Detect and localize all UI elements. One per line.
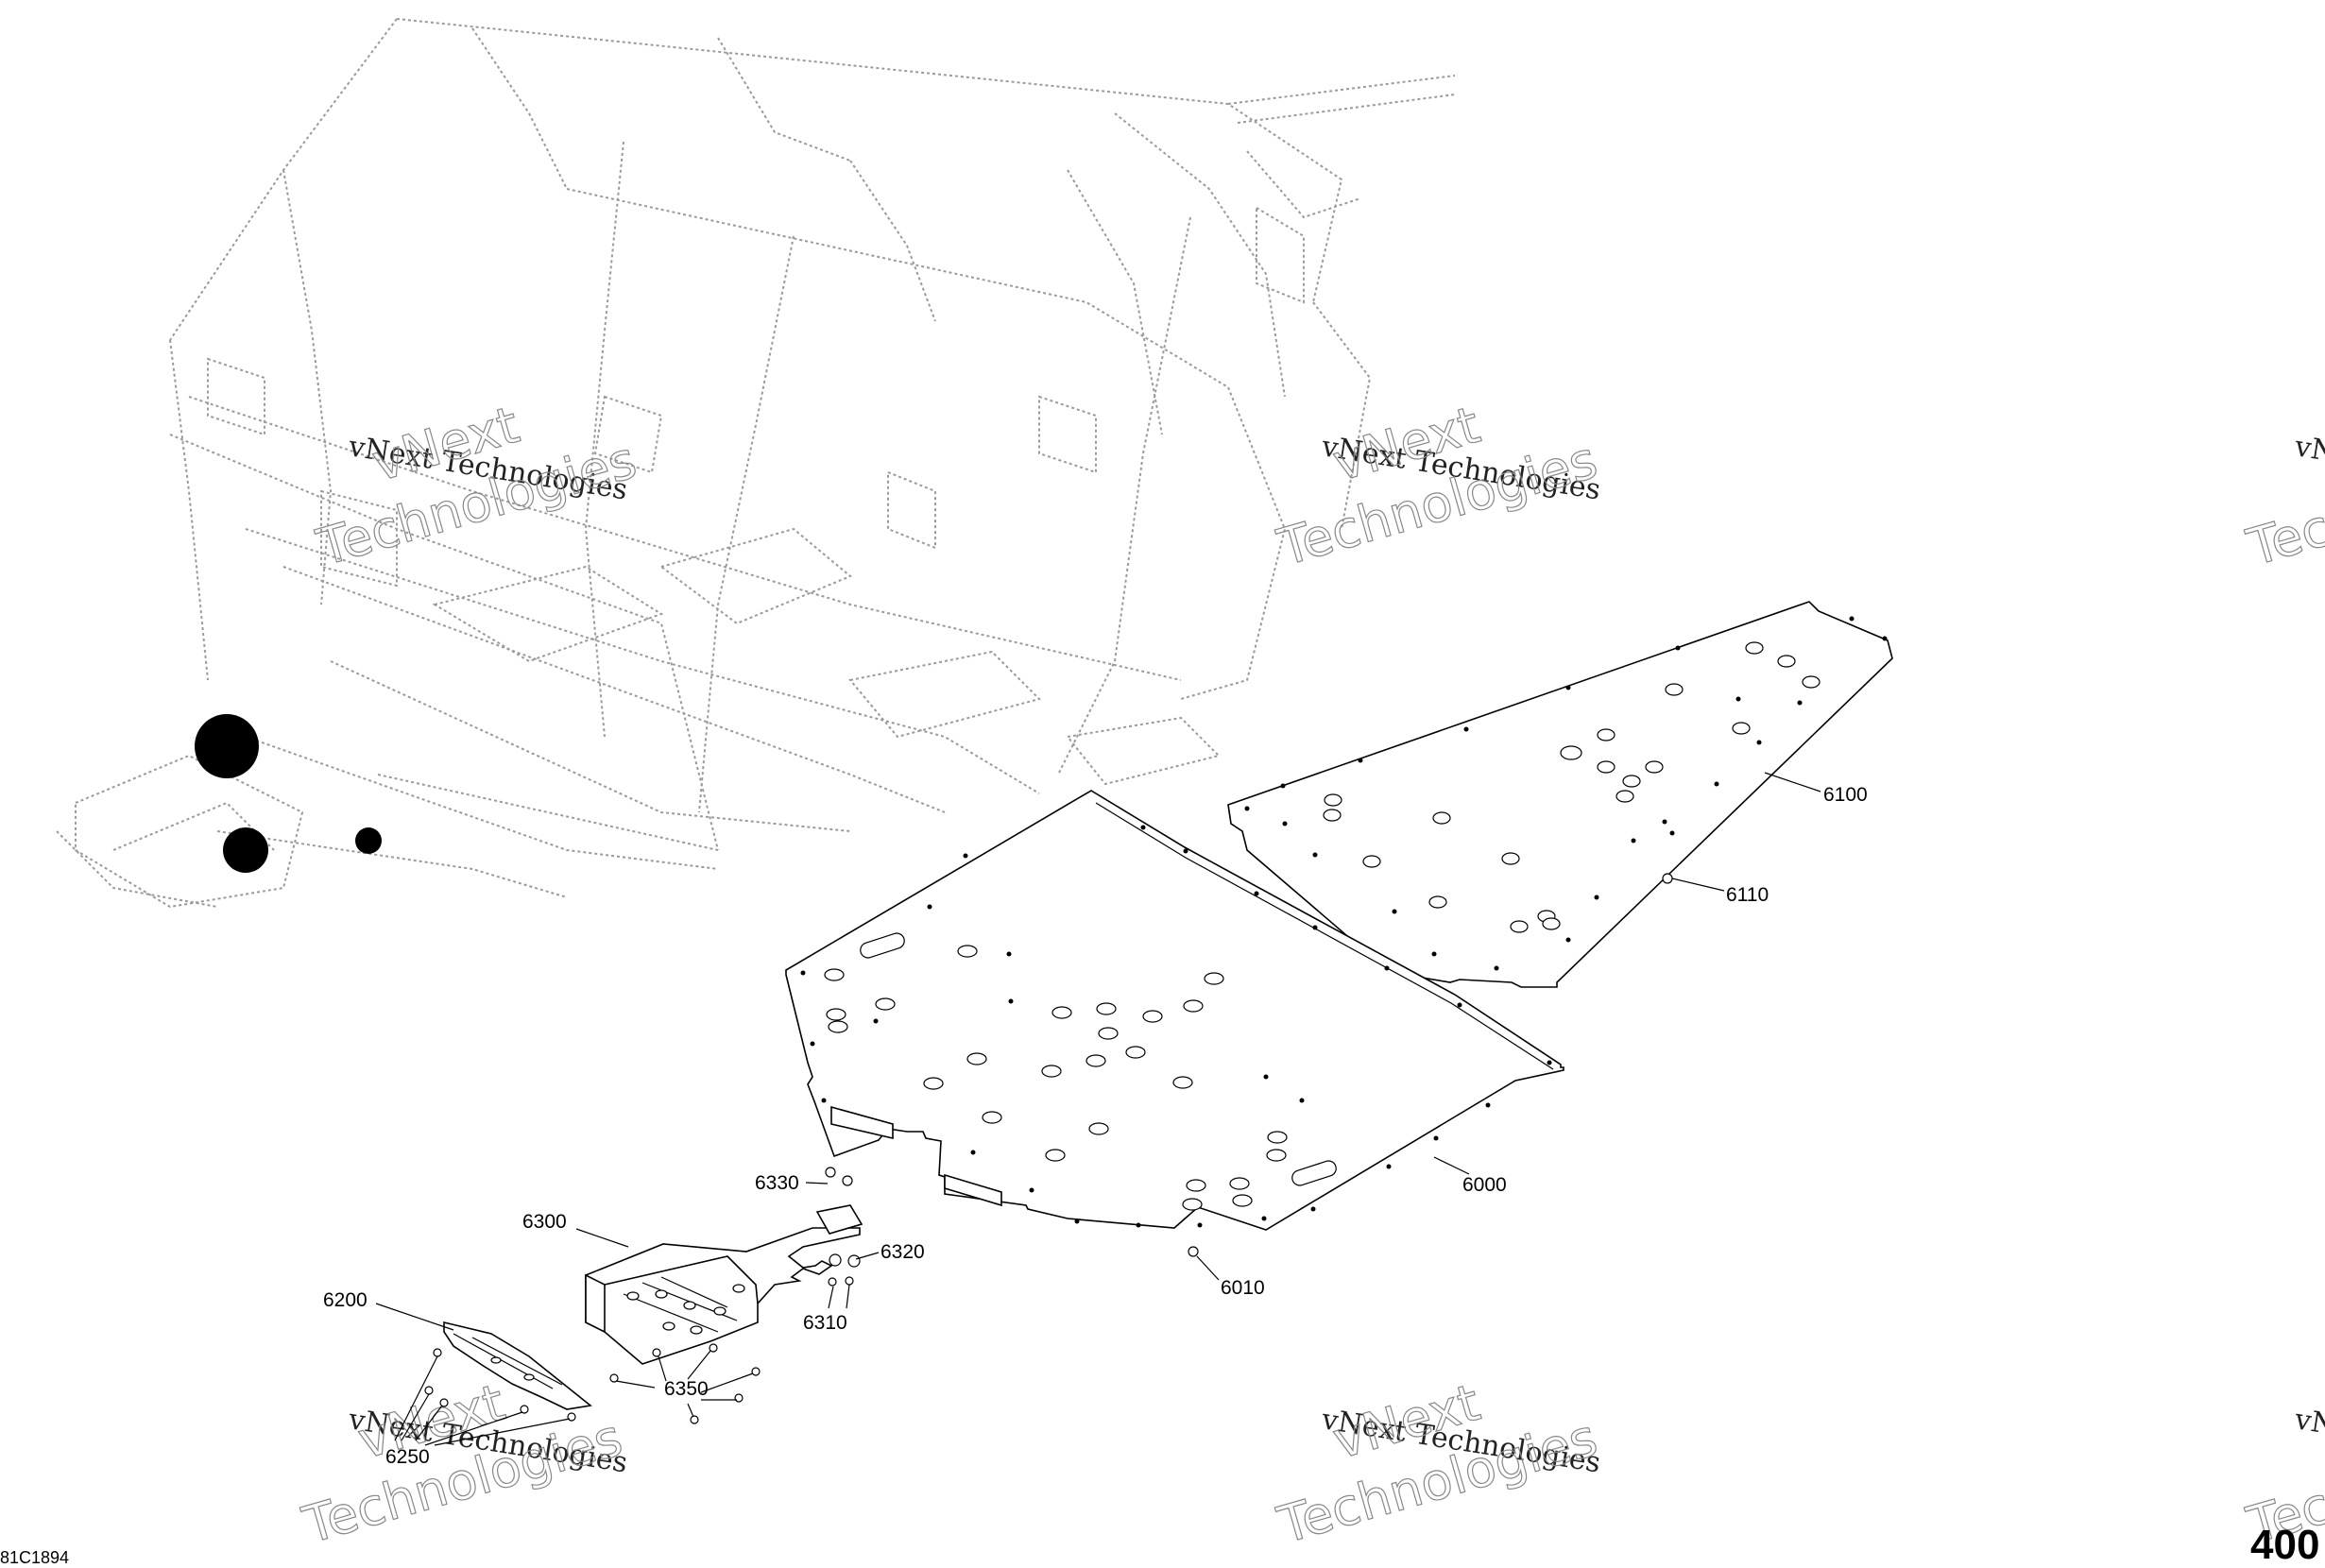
skid-plate-6000 [785, 790, 1564, 1231]
vehicle-frame [56, 18, 1456, 909]
callout-6100: 6100 [1823, 784, 1868, 806]
svg-text:vNext Technologies: vNext Technologies [2292, 430, 2325, 506]
callout-6350: 6350 [664, 1378, 709, 1400]
drawing-code: 81C1894 [0, 1548, 69, 1567]
callout-6330: 6330 [755, 1172, 799, 1194]
page-number: 400 [2250, 1522, 2319, 1568]
fasteners [424, 873, 1673, 1424]
bracket-6300 [585, 1204, 863, 1365]
callout-6010: 6010 [1221, 1277, 1265, 1299]
leader-lines [375, 772, 1821, 1446]
callout-labels: 6000 6010 6100 6110 6200 6250 6300 6310 … [323, 784, 1868, 1468]
callout-6250: 6250 [385, 1446, 430, 1468]
skid-plate-6100 [1227, 601, 1893, 988]
watermark-6: vNext Technologies [2292, 1403, 2325, 1479]
callout-6000: 6000 [1462, 1174, 1507, 1196]
callout-6300: 6300 [522, 1211, 567, 1233]
callout-6110: 6110 [1726, 884, 1769, 906]
watermark-5: vNext Technologies [2292, 430, 2325, 506]
plate-6200 [443, 1321, 592, 1410]
callout-6310: 6310 [803, 1312, 847, 1334]
callout-6320: 6320 [880, 1241, 925, 1263]
svg-text:vNext Technologies: vNext Technologies [2292, 1403, 2325, 1479]
callout-6200: 6200 [323, 1289, 368, 1311]
